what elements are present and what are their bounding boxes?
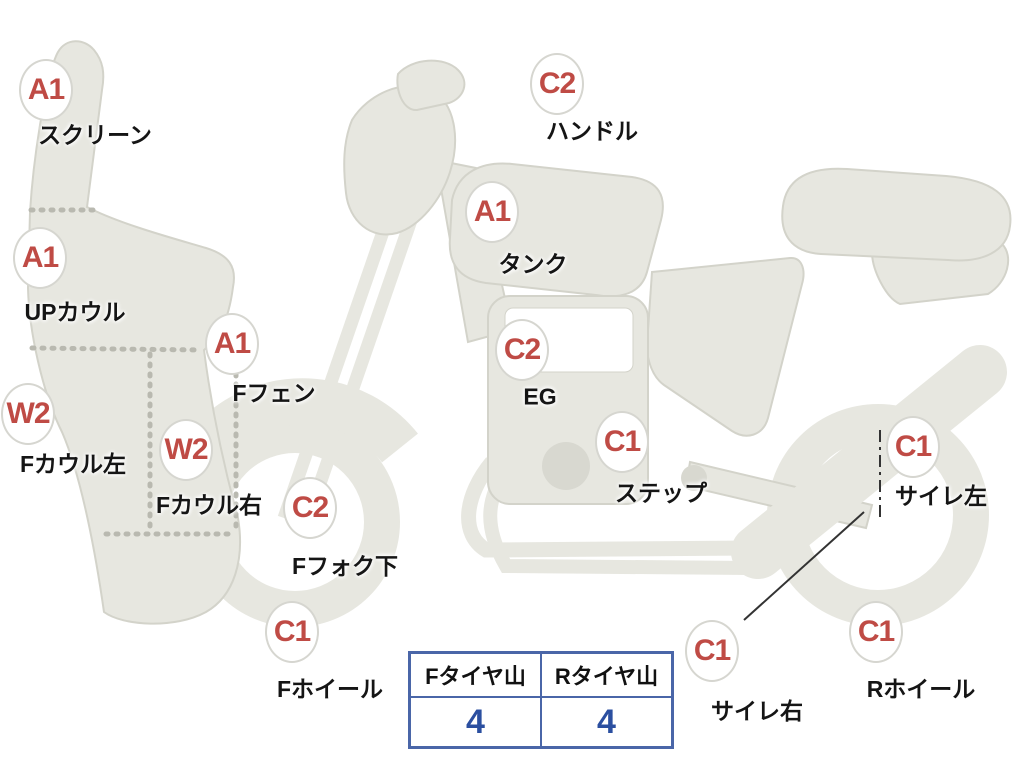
grade-oval-engine: C2	[495, 319, 549, 381]
step-peg	[681, 465, 707, 491]
part-label-r-wheel: Rホイール	[866, 676, 976, 702]
grade-text: C1	[857, 615, 895, 648]
front-fender	[195, 378, 418, 463]
part-label-engine: EG	[523, 383, 557, 410]
part-label-tank: タンク	[498, 251, 568, 277]
part-label-f-cowl-right: Fカウル右	[155, 492, 263, 518]
grade-text: W2	[164, 433, 209, 466]
tire-tread-table: Fタイヤ山 Rタイヤ山 4 4	[408, 651, 674, 749]
silencer-right-leader-line	[743, 511, 865, 621]
grade-oval-f-cowl-left: W2	[1, 383, 55, 445]
grade-text: A1	[21, 241, 59, 274]
grade-text: C1	[273, 615, 311, 648]
grade-oval-tank: A1	[465, 181, 519, 243]
front-tire-header: Fタイヤ山	[410, 653, 541, 697]
part-label-silencer-right: サイレ右	[711, 698, 803, 724]
grade-text: C2	[538, 67, 576, 100]
part-label-f-wheel: Fホイール	[276, 676, 384, 702]
rear-tire-value: 4	[541, 697, 672, 747]
grade-text: C1	[894, 430, 932, 463]
part-label-step: ステップ	[615, 480, 707, 506]
part-label-f-fork-lower: Fフォク下	[291, 553, 399, 579]
grade-oval-step: C1	[595, 411, 649, 473]
engine-cover	[542, 442, 590, 490]
part-label-screen: スクリーン	[38, 122, 152, 148]
mirror	[396, 59, 466, 112]
grade-text: A1	[27, 73, 65, 106]
grade-oval-f-fender: A1	[205, 313, 259, 375]
panel-dividers	[28, 207, 239, 537]
seat	[781, 167, 1012, 262]
grade-oval-up-cowl: A1	[13, 227, 67, 289]
part-label-up-cowl: UPカウル	[24, 299, 126, 325]
grade-oval-r-wheel: C1	[849, 601, 903, 663]
grade-text: A1	[213, 327, 251, 360]
handlebar	[343, 85, 456, 236]
front-tire-value: 4	[410, 697, 541, 747]
grade-text: C1	[693, 634, 731, 667]
grade-oval-silencer-left: C1	[886, 416, 940, 478]
grade-oval-silencer-right: C1	[685, 620, 739, 682]
part-label-silencer-left: サイレ左	[895, 483, 987, 509]
grade-text: C1	[603, 425, 641, 458]
grade-text: W2	[6, 397, 51, 430]
grade-oval-screen: A1	[19, 59, 73, 121]
grade-text: A1	[473, 195, 511, 228]
grade-text: C2	[291, 491, 329, 524]
grade-oval-f-wheel: C1	[265, 601, 319, 663]
part-label-f-fender: Fフェン	[232, 380, 316, 406]
grade-text: C2	[503, 333, 541, 366]
part-label-f-cowl-left: Fカウル左	[19, 451, 127, 477]
part-label-handlebar: ハンドル	[546, 118, 638, 144]
muffler	[731, 345, 1007, 579]
grade-oval-f-cowl-right: W2	[159, 419, 213, 481]
grade-oval-f-fork-lower: C2	[283, 477, 337, 539]
rear-tire-header: Rタイヤ山	[541, 653, 672, 697]
side-cover	[645, 256, 805, 437]
grade-oval-handlebar: C2	[530, 53, 584, 115]
